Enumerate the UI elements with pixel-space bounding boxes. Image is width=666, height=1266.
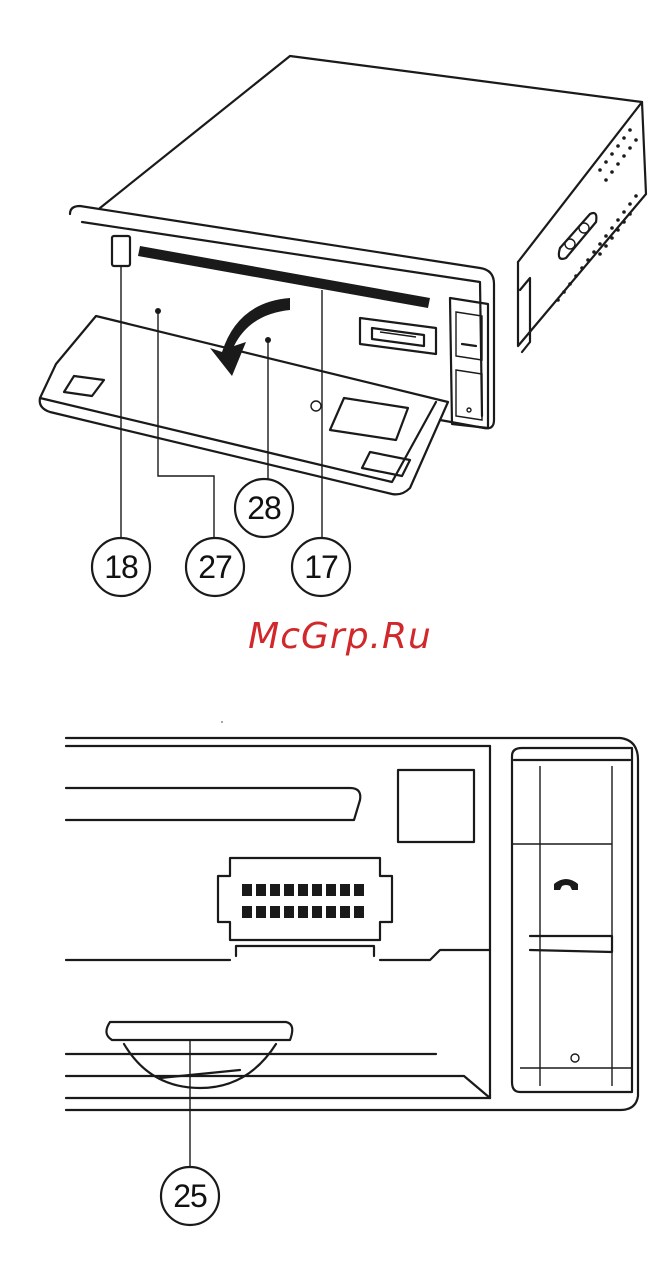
svg-text:27: 27 xyxy=(198,549,232,585)
flap-tab-left xyxy=(64,376,104,396)
release-hole xyxy=(571,1054,579,1062)
callout-25: 25 xyxy=(161,1167,219,1225)
figure-top-device xyxy=(40,56,646,494)
watermark-text: McGrp.Ru xyxy=(248,616,432,657)
lower-line-2 xyxy=(66,1076,490,1098)
stray-mark xyxy=(221,721,223,723)
release-panel-closeup xyxy=(512,748,632,1092)
phone-icon xyxy=(554,879,578,890)
square-button xyxy=(398,770,474,842)
callout-17: 17 xyxy=(292,538,350,596)
callout-18: 18 xyxy=(92,538,150,596)
connector-closeup xyxy=(218,858,392,956)
front-bezel xyxy=(70,206,494,428)
svg-text:17: 17 xyxy=(304,549,338,585)
front-flap-edge xyxy=(40,398,436,482)
leader-27 xyxy=(158,311,214,540)
disc-slot-closeup xyxy=(66,788,360,820)
figure-bottom-closeup xyxy=(66,738,638,1110)
callout-27: 27 xyxy=(186,538,244,596)
curved-arrow xyxy=(210,298,290,376)
flap-hole xyxy=(311,401,321,411)
callout-28: 28 xyxy=(235,479,293,537)
mid-line xyxy=(66,950,490,960)
flap-recess xyxy=(330,398,408,440)
side-mount-slot xyxy=(559,213,597,259)
svg-text:18: 18 xyxy=(104,549,138,585)
small-button xyxy=(112,236,130,266)
svg-text:25: 25 xyxy=(173,1178,207,1214)
chassis-top xyxy=(100,56,642,262)
connector-block xyxy=(360,318,436,354)
svg-text:28: 28 xyxy=(247,490,281,526)
